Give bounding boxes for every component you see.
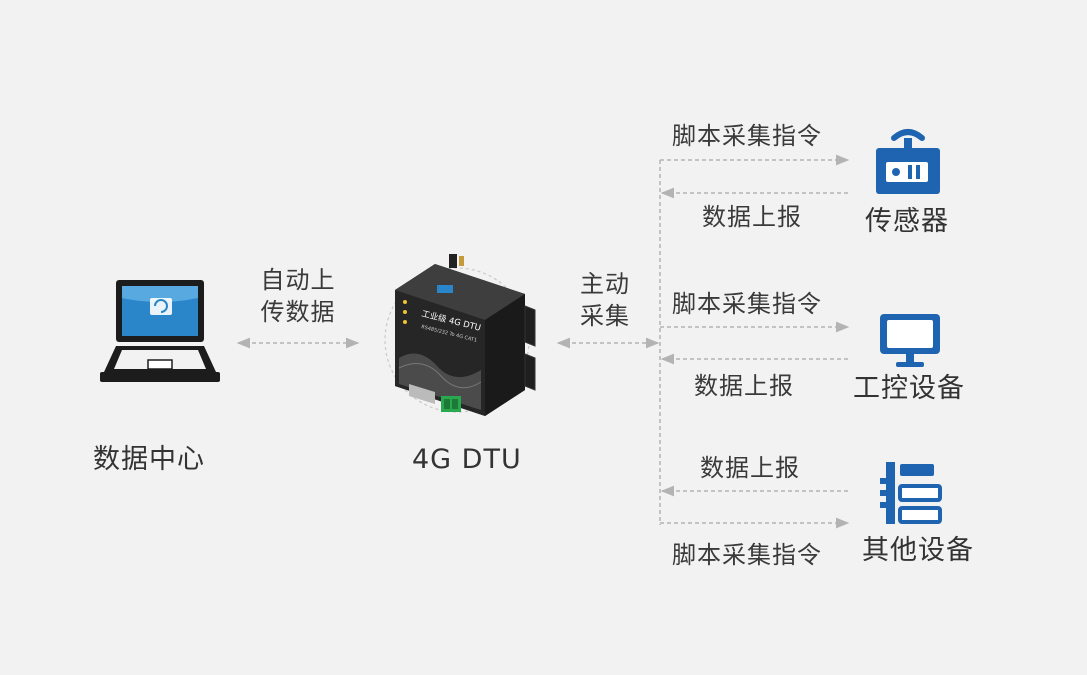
other-report-label: 数据上报: [700, 454, 800, 482]
right-link-label: 主动 采集: [580, 268, 630, 332]
dtu-caption: 4G DTU: [412, 444, 522, 475]
left-link-label: 自动上 传数据: [261, 264, 336, 328]
data-center-caption: 数据中心: [93, 444, 205, 475]
other-device-icon: [880, 462, 942, 524]
sensor-caption: 传感器: [865, 206, 949, 237]
other-caption: 其他设备: [862, 535, 974, 566]
left-link-line2: 传数据: [260, 298, 336, 326]
left-link-line1: 自动上: [260, 266, 336, 294]
monitor-report-label: 数据上报: [694, 372, 794, 400]
sensor-command-label: 脚本采集指令: [672, 122, 822, 150]
right-link-line2: 采集: [580, 302, 630, 330]
monitor-icon: [880, 314, 940, 367]
sensor-report-label: 数据上报: [702, 203, 802, 231]
other-command-label: 脚本采集指令: [672, 541, 822, 569]
laptop-icon: [100, 280, 220, 382]
dtu-device-icon: 工业级 4G DTU RS485/232 To 4G CAT1: [384, 254, 536, 416]
monitor-command-label: 脚本采集指令: [672, 290, 822, 318]
monitor-caption: 工控设备: [853, 373, 965, 404]
right-link-line1: 主动: [580, 270, 630, 298]
sensor-icon: [876, 129, 940, 194]
